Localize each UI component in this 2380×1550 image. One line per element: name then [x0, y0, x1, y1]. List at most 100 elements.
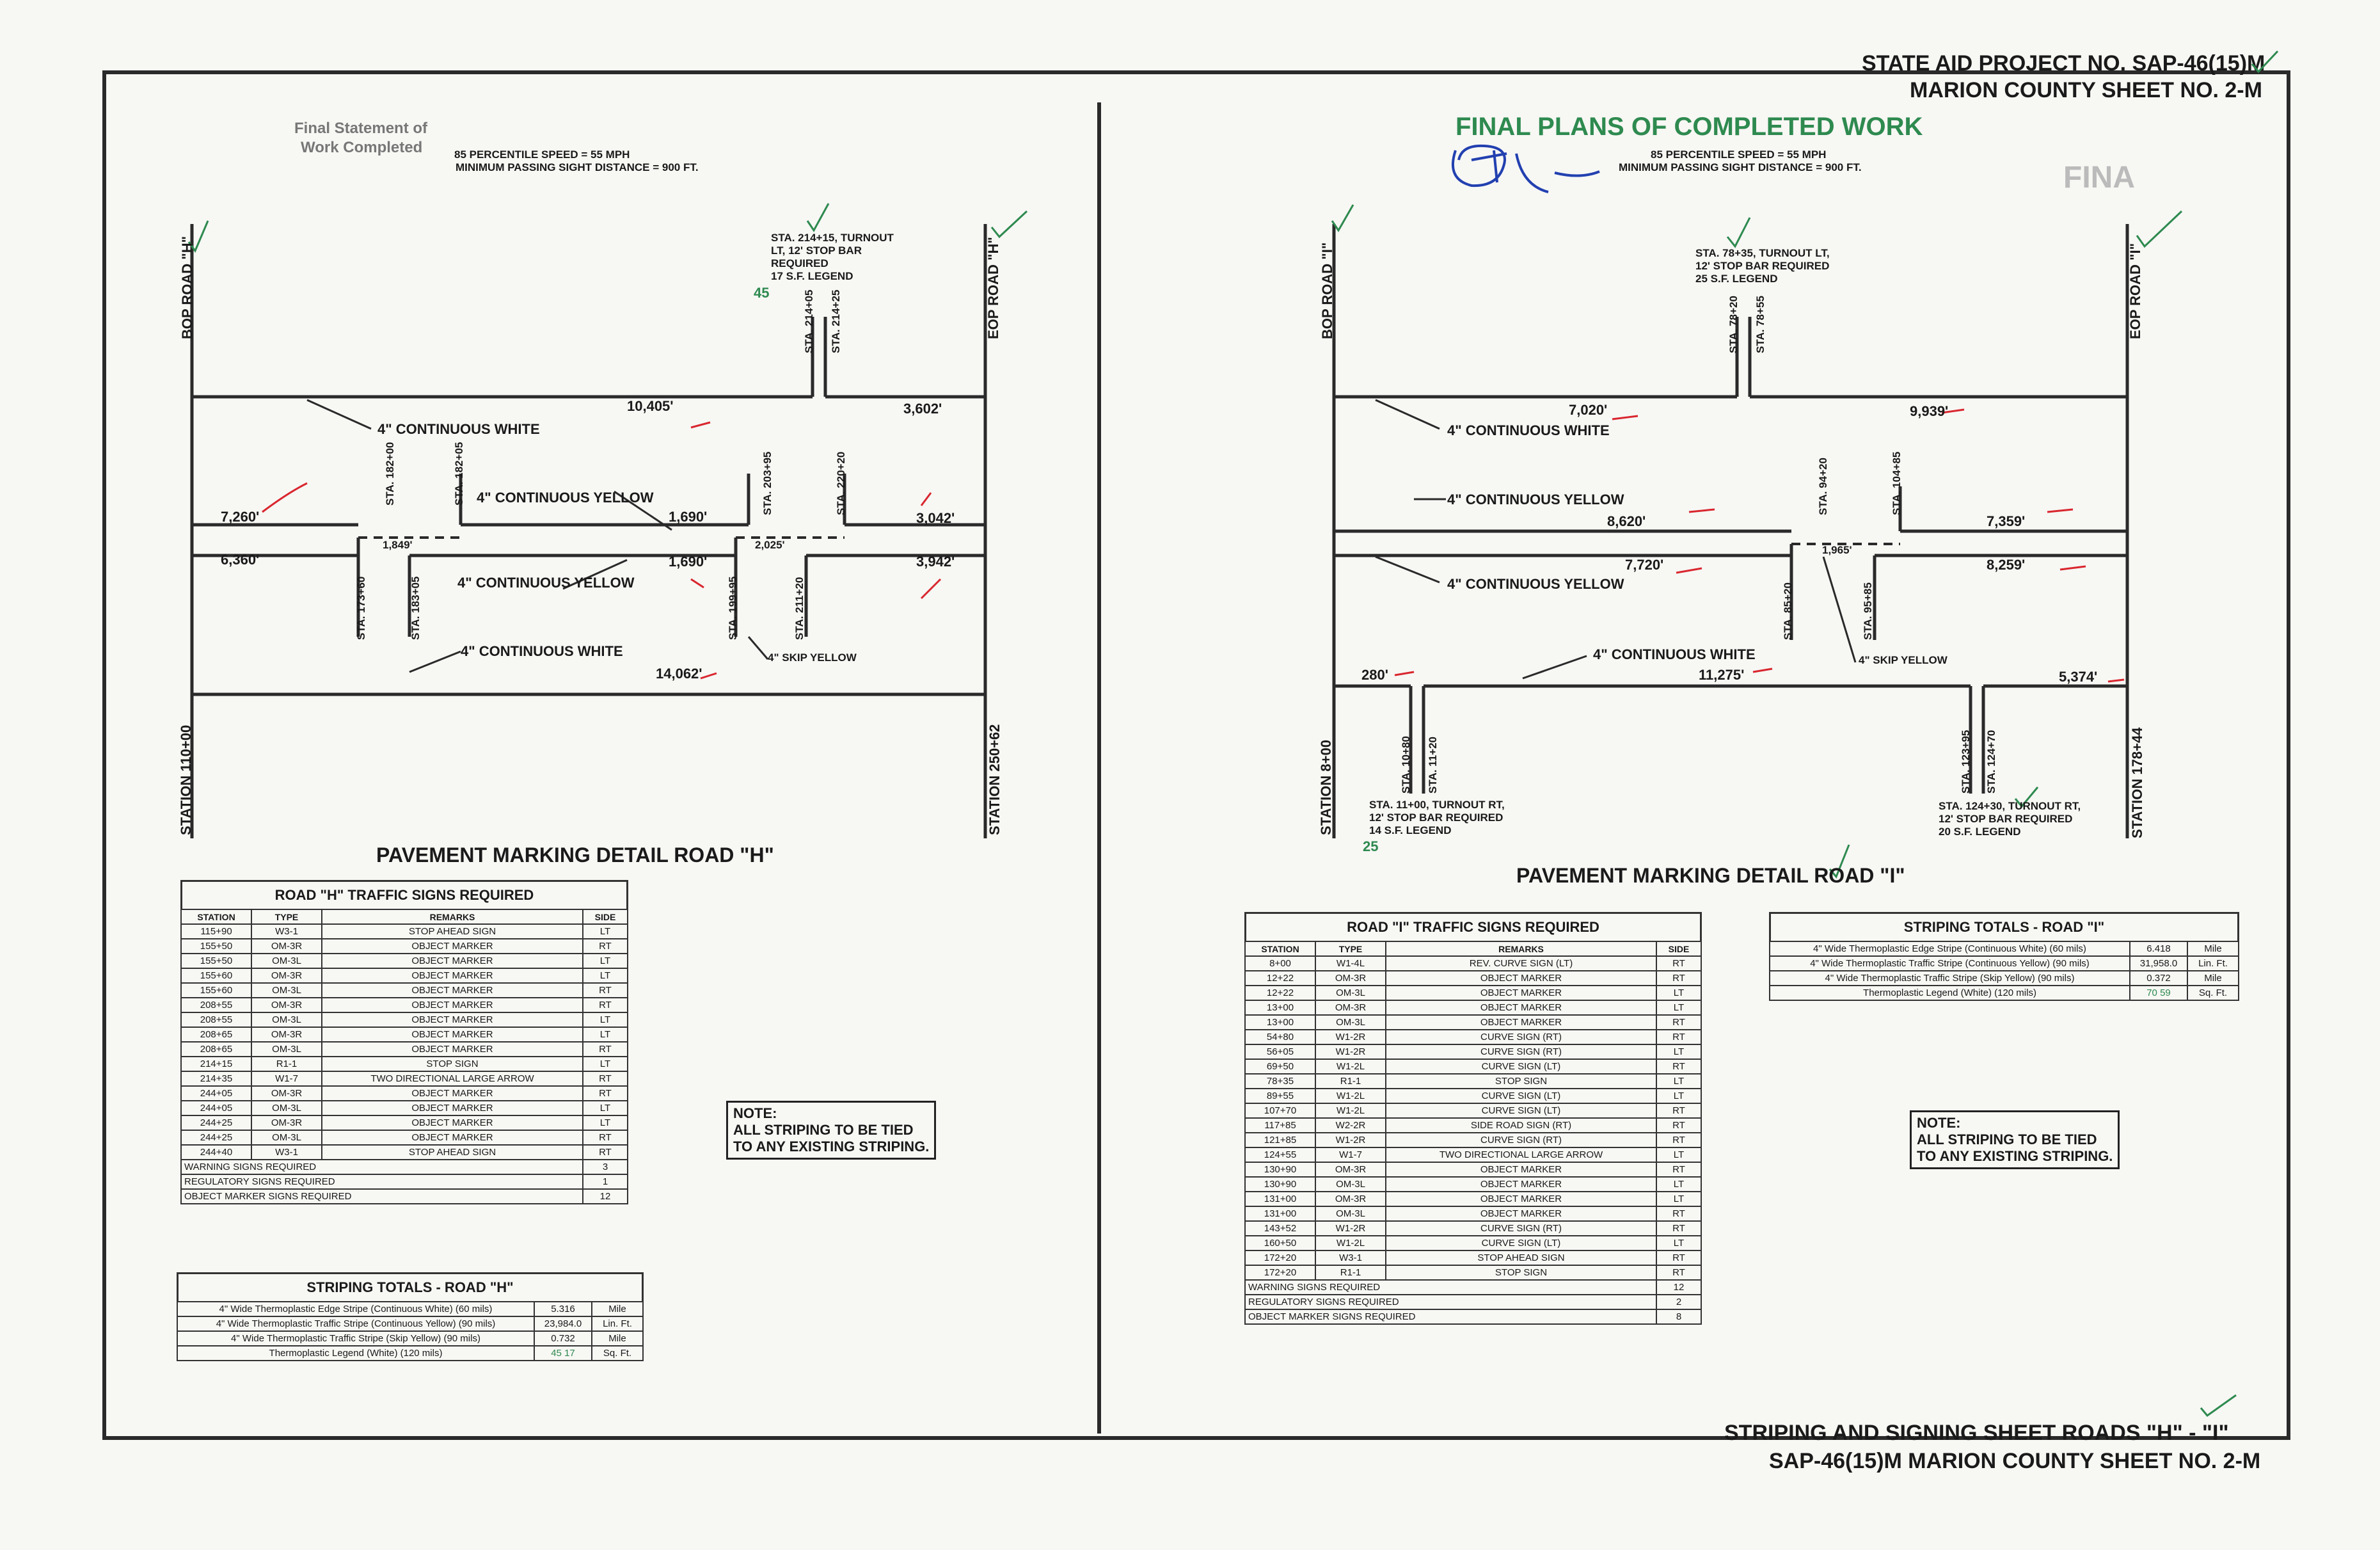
- col-side: SIDE: [1656, 941, 1702, 957]
- cell: 130+90: [1244, 1162, 1316, 1178]
- cell: LT: [1656, 1191, 1702, 1207]
- cell: OM-3R: [251, 997, 322, 1013]
- cell: REGULATORY SIGNS REQUIRED: [1244, 1294, 1657, 1310]
- cell: OBJECT MARKER: [321, 1027, 583, 1043]
- cell: R1-1: [1315, 1073, 1386, 1089]
- cell: OBJECT MARKER: [321, 938, 583, 954]
- cell: Mile: [2187, 970, 2239, 986]
- cell: OBJECT MARKER: [321, 1085, 583, 1101]
- cell: RT: [582, 938, 628, 954]
- cell: STOP AHEAD SIGN: [321, 923, 583, 939]
- road-h-signs-header-row: STATION TYPE REMARKS SIDE: [180, 909, 628, 925]
- cell: 160+50: [1244, 1235, 1316, 1251]
- cell: 4" Wide Thermoplastic Traffic Stripe (Co…: [1769, 955, 2130, 971]
- cell: STOP AHEAD SIGN: [321, 1144, 583, 1160]
- road-i-note-line-2: ALL STRIPING TO BE TIED: [1917, 1131, 2097, 1147]
- cell: RT: [582, 982, 628, 998]
- road-i-turnout-bl-2: 12' STOP BAR REQUIRED: [1369, 811, 1503, 824]
- cell: RT: [582, 1130, 628, 1146]
- road-h-turnout-note-2: LT, 12' STOP BAR: [771, 244, 862, 257]
- road-h-dim-14062: 14,062': [656, 666, 702, 682]
- cell: 121+85: [1244, 1132, 1316, 1148]
- cell: RT: [1656, 970, 1702, 986]
- cell: 208+55: [180, 1012, 252, 1028]
- cell: 130+90: [1244, 1176, 1316, 1192]
- cell: W1-2L: [1315, 1103, 1386, 1119]
- road-i-note: NOTE: ALL STRIPING TO BE TIED TO ANY EXI…: [1910, 1110, 2120, 1169]
- cell: 131+00: [1244, 1191, 1316, 1207]
- cell: 4" Wide Thermoplastic Traffic Stripe (Sk…: [1769, 970, 2130, 986]
- road-h-sta-182-00: STA. 182+00: [384, 442, 396, 506]
- road-i-sight-distance: MINIMUM PASSING SIGHT DISTANCE = 900 FT.: [1619, 161, 1862, 173]
- cell: REV. CURVE SIGN (LT): [1385, 955, 1657, 971]
- cell: OBJECT MARKER: [1385, 1176, 1657, 1192]
- road-h-turnout-note-3: REQUIRED: [771, 257, 829, 269]
- col-remarks: REMARKS: [1385, 941, 1657, 957]
- cell: 214+35: [180, 1071, 252, 1087]
- road-i-sta-104-85: STA. 104+85: [1891, 451, 1903, 515]
- cell: 117+85: [1244, 1117, 1316, 1133]
- road-h-label-cont-yellow-1: 4" CONTINUOUS YELLOW: [477, 490, 654, 506]
- cell: 208+65: [180, 1027, 252, 1043]
- col-type: TYPE: [1315, 941, 1386, 957]
- cell: OM-3L: [1315, 1176, 1386, 1192]
- cell: LT: [1656, 985, 1702, 1001]
- road-h-note: NOTE: ALL STRIPING TO BE TIED TO ANY EXI…: [726, 1101, 937, 1160]
- road-i-signs-table: ROAD "I" TRAFFIC SIGNS REQUIRED STATION …: [1244, 912, 1702, 1325]
- cell: R1-1: [251, 1056, 322, 1072]
- road-h-speed: 85 PERCENTILE SPEED = 55 MPH: [454, 148, 630, 161]
- cell: OBJECT MARKER SIGNS REQUIRED: [1244, 1309, 1657, 1325]
- cell: 3: [582, 1159, 628, 1175]
- road-h-turnout-note-1: STA. 214+15, TURNOUT: [771, 232, 894, 244]
- cell: 70 59: [2129, 985, 2188, 1001]
- cell: RT: [1656, 1059, 1702, 1075]
- cell: 155+60: [180, 968, 252, 984]
- road-i-dim-8259: 8,259': [1987, 557, 2026, 573]
- cell: 4" Wide Thermoplastic Traffic Stripe (Sk…: [177, 1330, 535, 1346]
- road-i-dim-11275: 11,275': [1699, 667, 1745, 683]
- road-h-sta-173-60: STA. 173+60: [355, 576, 367, 640]
- cell: LT: [582, 1100, 628, 1116]
- cell: 8: [1656, 1309, 1702, 1325]
- cell: WARNING SIGNS REQUIRED: [180, 1159, 583, 1175]
- cell: Lin. Ft.: [591, 1316, 644, 1332]
- county-sheet-header: MARION COUNTY SHEET NO. 2-M: [1910, 78, 2262, 102]
- table-row: Thermoplastic Legend (White) (120 mils)7…: [1769, 985, 2239, 1001]
- road-i-signs-title: ROAD "I" TRAFFIC SIGNS REQUIRED: [1244, 912, 1702, 941]
- road-i-speed: 85 PERCENTILE SPEED = 55 MPH: [1651, 148, 1827, 161]
- cell: RT: [1656, 1029, 1702, 1045]
- cell: Sq. Ft.: [2187, 985, 2239, 1001]
- road-h-dim-6360: 6,360': [221, 552, 260, 568]
- road-h-bop-label: BOP ROAD "H": [179, 236, 195, 339]
- cell: Lin. Ft.: [2187, 955, 2239, 971]
- cell: 4" Wide Thermoplastic Traffic Stripe (Co…: [177, 1316, 535, 1332]
- cell: LT: [582, 1027, 628, 1043]
- road-h-turnout-note-4: 17 S.F. LEGEND: [771, 270, 853, 282]
- cell: RT: [1656, 1162, 1702, 1178]
- footer-title: STRIPING AND SIGNING SHEET ROADS "H" - "…: [1724, 1421, 2229, 1445]
- cell: STOP AHEAD SIGN: [1385, 1250, 1657, 1266]
- road-h-turnout-hand-note: 45: [754, 285, 770, 301]
- cell: OM-3L: [251, 1100, 322, 1116]
- cell: 155+60: [180, 982, 252, 998]
- cell: W1-2R: [1315, 1220, 1386, 1236]
- table-row: 4" Wide Thermoplastic Traffic Stripe (Sk…: [177, 1330, 644, 1346]
- road-i-station-end: STATION 178+44: [2129, 727, 2145, 838]
- table-row: 4" Wide Thermoplastic Edge Stripe (Conti…: [1769, 941, 2239, 957]
- road-i-turnout-top-3: 25 S.F. LEGEND: [1695, 273, 1778, 285]
- cell: 13+00: [1244, 1000, 1316, 1016]
- cell: Mile: [2187, 941, 2239, 957]
- cell: OM-3R: [251, 1085, 322, 1101]
- cell: RT: [1656, 1220, 1702, 1236]
- road-h-signs-table: ROAD "H" TRAFFIC SIGNS REQUIRED STATION …: [180, 880, 628, 1204]
- cell: OM-3R: [1315, 1000, 1386, 1016]
